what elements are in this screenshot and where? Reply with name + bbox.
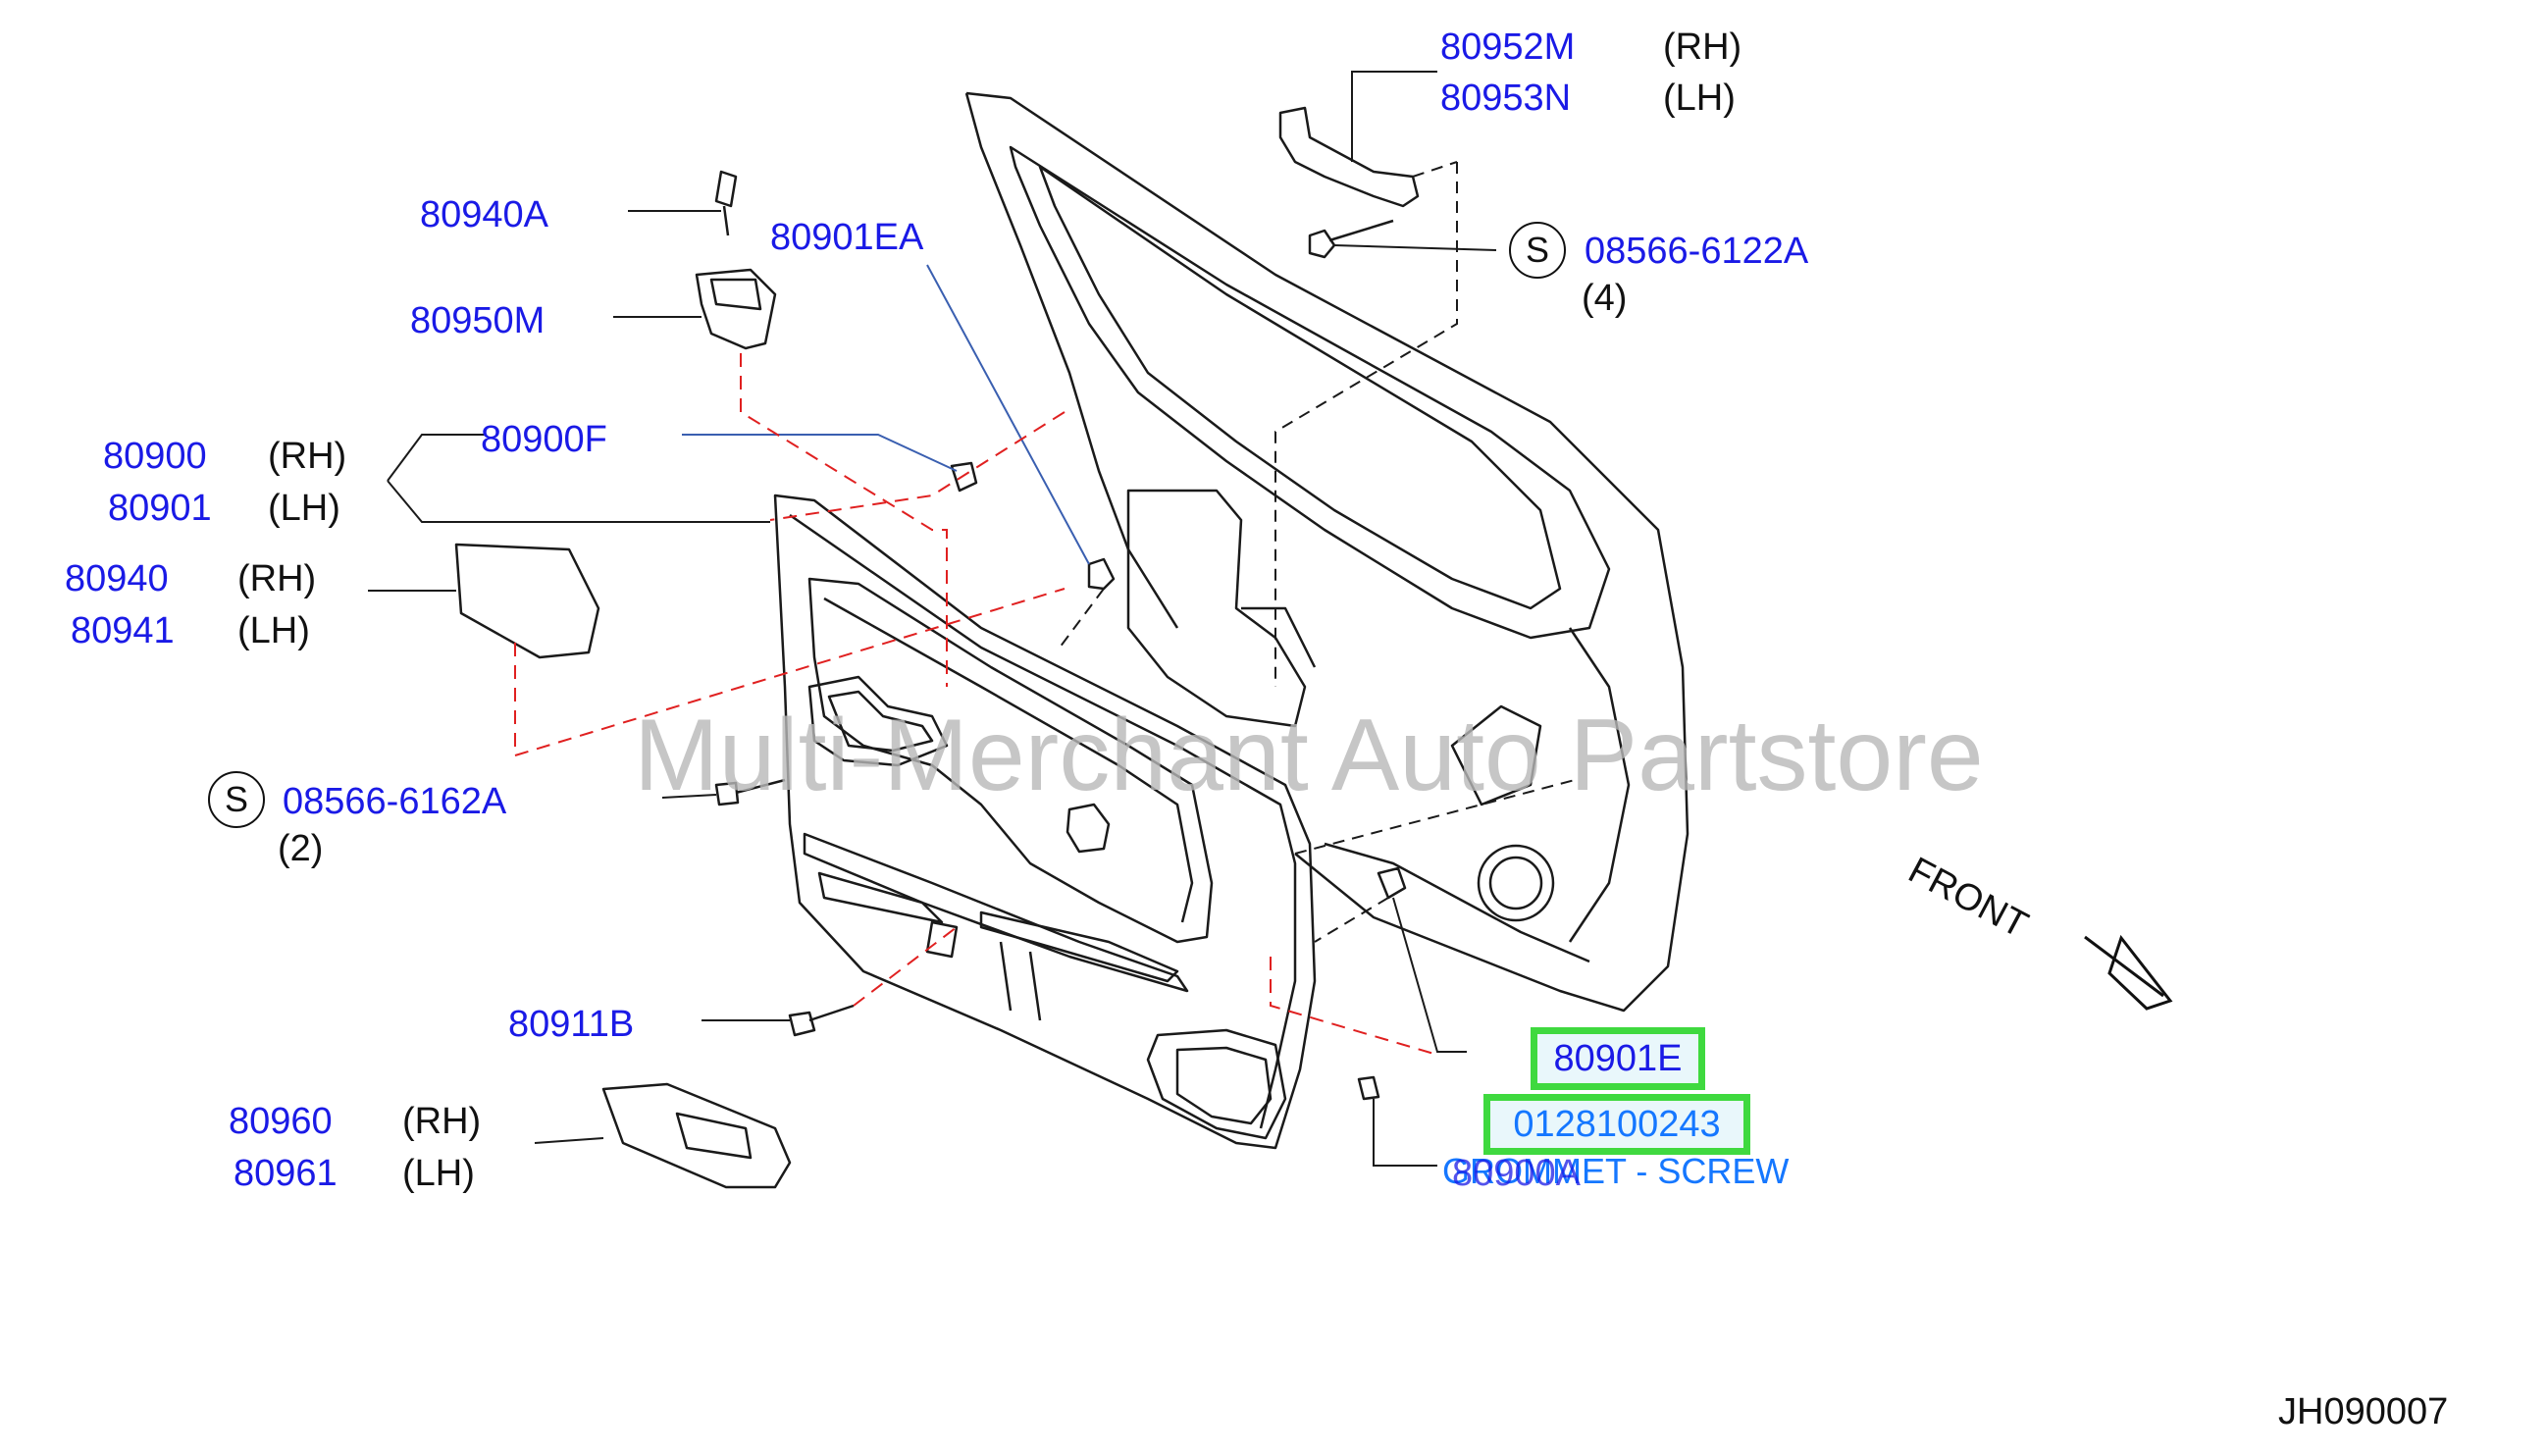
- part-80952M-bracket: [1278, 106, 1420, 208]
- part-80901E-grommet: [1377, 866, 1407, 900]
- label-08566-6162A-qty: (2): [278, 828, 324, 869]
- door-trim-panel: [773, 494, 1317, 1150]
- label-80901-side: (LH): [268, 488, 340, 529]
- label-80940-side: (RH): [237, 558, 317, 599]
- label-80960[interactable]: 80960: [229, 1101, 333, 1142]
- highlight-0128100243[interactable]: 0128100243: [1483, 1094, 1750, 1155]
- small-parts: [454, 106, 1420, 1189]
- label-0128100243[interactable]: 0128100243: [1513, 1104, 1721, 1145]
- label-grommet-screw: GROMMET - SCREW: [1442, 1151, 1790, 1191]
- label-80952M-side: (RH): [1663, 26, 1742, 68]
- label-80941-side: (LH): [237, 610, 310, 651]
- part-80940-armrest: [454, 543, 600, 659]
- label-80901E[interactable]: 80901E: [1553, 1038, 1683, 1079]
- part-80950M-pocket: [695, 268, 777, 350]
- black-leaders: [368, 71, 1497, 1167]
- part-08566-6122A-screw: [1308, 219, 1394, 259]
- front-arrow-icon: [2084, 934, 2173, 1011]
- label-08566-6122A[interactable]: 08566-6122A: [1585, 231, 1809, 272]
- label-80900[interactable]: 80900: [103, 436, 207, 477]
- part-80900F-clip: [950, 461, 978, 493]
- part-80960-switch-panel: [601, 1082, 792, 1189]
- watermark: Multi-Merchant Auto Partstore: [634, 699, 1984, 812]
- red-guides: [514, 353, 1438, 1056]
- label-80940[interactable]: 80940: [65, 558, 169, 599]
- label-80900A[interactable]: 80900A: [1452, 1153, 1582, 1194]
- blue-leaders: [682, 264, 1090, 565]
- label-80960-side: (RH): [402, 1101, 482, 1142]
- label-80941[interactable]: 80941: [71, 610, 175, 651]
- label-80901[interactable]: 80901: [108, 488, 212, 529]
- label-80953N-side: (LH): [1663, 78, 1736, 119]
- part-80911B-screw: [788, 1004, 855, 1037]
- part-08566-6162A-screw: [714, 778, 786, 806]
- label-80953N[interactable]: 80953N: [1440, 78, 1572, 119]
- label-80900F[interactable]: 80900F: [481, 419, 607, 460]
- symbol-s-icon: S: [1509, 222, 1566, 279]
- label-08566-6162A[interactable]: 08566-6162A: [283, 781, 507, 822]
- part-80940A-screw: [714, 170, 738, 236]
- label-80950M[interactable]: 80950M: [410, 300, 546, 341]
- dashed-guides: [1059, 161, 1576, 943]
- part-80901EA-clip: [1087, 557, 1116, 591]
- part-80900A-clip: [1357, 1075, 1380, 1101]
- label-80952M[interactable]: 80952M: [1440, 26, 1576, 68]
- label-80911B[interactable]: 80911B: [508, 1004, 635, 1045]
- door-inner-frame: [964, 91, 1689, 1013]
- label-80961-side: (LH): [402, 1153, 475, 1194]
- symbol-s-icon: S: [208, 771, 265, 828]
- diagram-code: JH090007: [2278, 1391, 2449, 1432]
- label-80901EA[interactable]: 80901EA: [770, 217, 924, 258]
- label-08566-6122A-qty: (4): [1582, 278, 1628, 319]
- highlight-80901E[interactable]: 80901E: [1531, 1027, 1705, 1090]
- label-80961[interactable]: 80961: [234, 1153, 338, 1194]
- label-80940A[interactable]: 80940A: [420, 194, 549, 235]
- label-80900-side: (RH): [268, 436, 347, 477]
